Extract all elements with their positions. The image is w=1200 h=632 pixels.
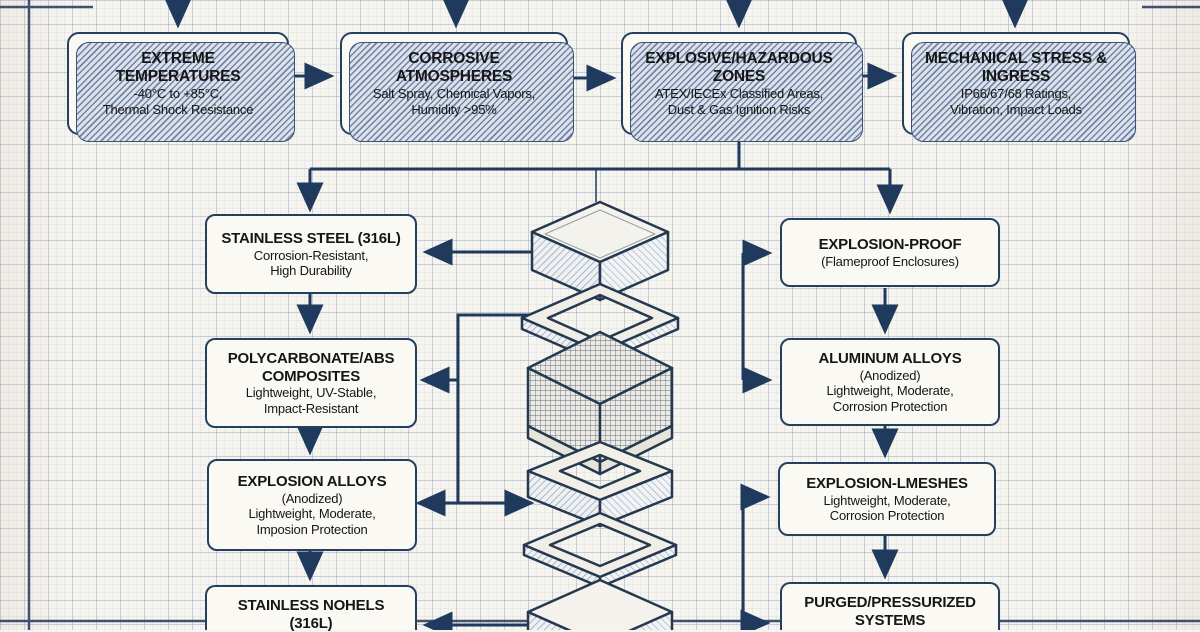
node-line: Lightweight, Moderate, xyxy=(826,383,954,399)
node-title: ALUMINUM ALLOYS xyxy=(818,350,962,368)
node-line: Salt Spray, Chemical Vapors, xyxy=(372,86,536,102)
stack-layer-base xyxy=(526,578,674,630)
node-line: Dust & Gas Ignition Risks xyxy=(667,101,811,117)
node-title: PURGED/PRESSURIZED SYSTEMS xyxy=(804,594,976,629)
node-stainless-steel-316l: STAINLESS STEEL (316L) Corrosion-Resista… xyxy=(205,214,417,294)
node-polycarbonate-abs-composites: POLYCARBONATE/ABS COMPOSITES Lightweight… xyxy=(205,338,417,428)
node-extreme-temperatures: EXTREME TEMPERATURES -40°C to +85°C, The… xyxy=(67,32,295,142)
node-title: EXPLOSIVE/HAZARDOUS ZONES xyxy=(645,49,833,86)
stack-layer-mounting-frame xyxy=(526,440,674,528)
flow-arrows xyxy=(164,0,1029,630)
node-line: Corrosion-Resistant, xyxy=(253,247,369,263)
node-line: Lightweight, Moderate, xyxy=(248,506,376,522)
node-aluminum-alloys: ALUMINUM ALLOYS (Anodized) Lightweight, … xyxy=(780,338,1000,426)
node-title: STAINLESS NOHELS (316L) xyxy=(237,597,385,632)
node-explosion-alloys: EXPLOSION ALLOYS (Anodized) Lightweight,… xyxy=(207,459,417,551)
node-title: POLYCARBONATE/ABS COMPOSITES xyxy=(227,349,395,385)
node-line: (Anodized) xyxy=(281,490,343,506)
node-line: Corrosion Protection xyxy=(829,507,945,523)
node-line: Imposion Protection xyxy=(256,521,368,537)
node-title: CORROSIVE ATMOSPHERES xyxy=(395,49,513,86)
node-stainless-nohels-316l: STAINLESS NOHELS (316L) xyxy=(205,585,417,632)
stack-layer-thin-frame xyxy=(522,511,678,589)
node-line: Corrosion Protection xyxy=(832,398,948,414)
node-line: Vibration, Impact Loads xyxy=(950,101,1082,117)
node-corrosive-atmospheres: CORROSIVE ATMOSPHERES Salt Spray, Chemic… xyxy=(340,32,574,142)
node-explosion-proof: EXPLOSION-PROOF (Flameproof Enclosures) xyxy=(780,218,1000,287)
node-mechanical-stress-ingress: MECHANICAL STRESS & INGRESS IP66/67/68 R… xyxy=(902,32,1136,142)
node-explosive-hazardous-zones: EXPLOSIVE/HAZARDOUS ZONES ATEX/IECEx Cla… xyxy=(621,32,863,142)
node-line: ATEX/IECEx Classified Areas, xyxy=(654,86,824,102)
node-line: Humidity >95% xyxy=(411,101,497,117)
node-line: -40°C to +85°C, xyxy=(133,86,223,102)
node-line: (Flameproof Enclosures) xyxy=(821,253,959,269)
node-line: (Anodized) xyxy=(859,367,921,383)
node-title: EXTREME TEMPERATURES xyxy=(115,49,241,86)
node-title: STAINLESS STEEL (316L) xyxy=(221,229,401,247)
node-line: Lightweight, UV-Stable, xyxy=(245,385,377,401)
node-line: Impact-Resistant xyxy=(263,400,359,416)
node-title: MECHANICAL STRESS & INGRESS xyxy=(925,49,1107,86)
stack-layer-lid xyxy=(530,200,670,302)
node-line: High Durability xyxy=(270,262,352,278)
node-line: Thermal Shock Resistance xyxy=(102,101,254,117)
node-explosion-lmeshes: EXPLOSION-LMESHES Lightweight, Moderate,… xyxy=(778,462,996,536)
node-title: EXPLOSION-LMESHES xyxy=(806,474,968,492)
node-line: Lightweight, Moderate, xyxy=(823,492,951,508)
node-title: EXPLOSION ALLOYS xyxy=(237,473,387,491)
node-title: EXPLOSION-PROOF xyxy=(818,235,962,253)
node-line: IP66/67/68 Ratings, xyxy=(960,86,1072,102)
node-purged-pressurized-systems: PURGED/PRESSURIZED SYSTEMS xyxy=(780,582,1000,630)
